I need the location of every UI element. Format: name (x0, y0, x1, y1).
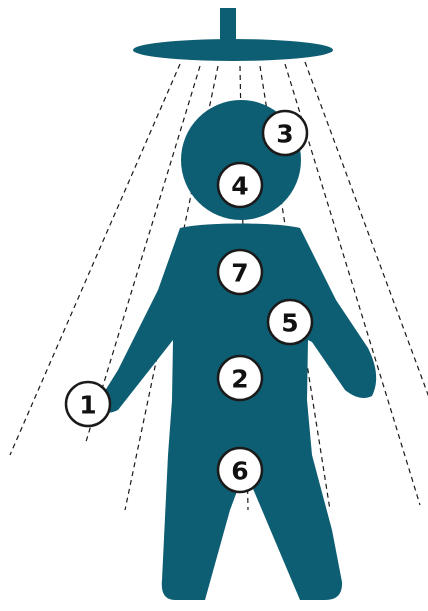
marker-6: 6 (218, 448, 262, 492)
svg-text:7: 7 (231, 259, 248, 288)
marker-7: 7 (218, 250, 262, 294)
marker-2: 2 (218, 356, 262, 400)
marker-3: 3 (263, 111, 307, 155)
svg-text:1: 1 (79, 391, 96, 420)
marker-4: 4 (218, 163, 262, 207)
svg-text:5: 5 (281, 309, 298, 338)
svg-text:2: 2 (231, 365, 248, 394)
svg-text:6: 6 (231, 457, 248, 486)
svg-text:3: 3 (276, 120, 293, 149)
svg-text:4: 4 (231, 172, 248, 201)
marker-1: 1 (66, 382, 110, 426)
marker-5: 5 (268, 300, 312, 344)
shower-head-icon (133, 8, 333, 61)
